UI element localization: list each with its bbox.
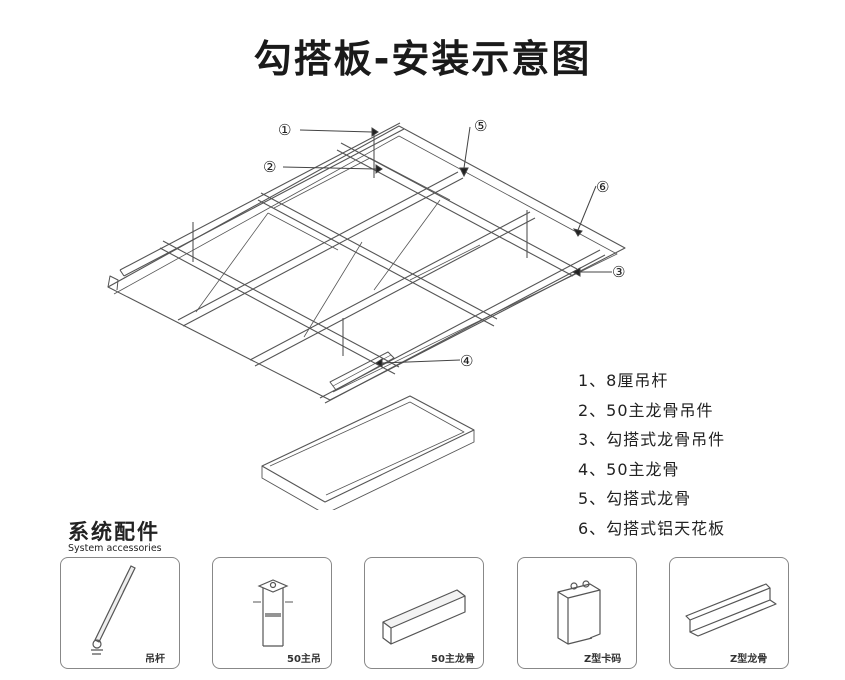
accessory-card-rod: 吊杆 — [60, 557, 180, 669]
z-clip-illustration — [557, 580, 601, 645]
parts-legend: 1、8厘吊杆 2、50主龙骨吊件 3、勾搭式龙骨吊件 4、50主龙骨 5、勾搭式… — [578, 366, 725, 543]
panel-outline — [107, 125, 626, 401]
accessories-subtitle: System accessories — [68, 543, 162, 554]
z-keel-illustration — [685, 583, 777, 637]
accessory-label-main-keel: 50主龙骨 — [431, 654, 475, 665]
main-keel-illustration — [382, 589, 466, 645]
loose-panel — [261, 395, 475, 503]
legend-item-5: 5、勾搭式龙骨 — [578, 489, 692, 508]
callout-5: ⑤ — [474, 117, 487, 135]
accessory-label-rod: 吊杆 — [145, 654, 165, 665]
main-keel-piece — [329, 351, 395, 391]
accessory-label-z-clip: Z型卡码 — [584, 654, 622, 665]
hook-keel-2 — [177, 171, 464, 327]
legend-item-1: 1、8厘吊杆 — [578, 371, 669, 390]
callout-4: ④ — [460, 352, 473, 370]
accessory-card-z-clip: Z型卡码 — [517, 557, 637, 669]
legend-item-3: 3、勾搭式龙骨吊件 — [578, 430, 726, 449]
installation-diagram: ① ② ⑤ ⑥ ③ ④ — [107, 117, 626, 510]
hook-keel-1 — [119, 122, 405, 277]
hook-keel-3 — [249, 211, 536, 367]
main-keel-3 — [336, 142, 578, 277]
callout-1: ① — [278, 121, 291, 139]
legend-item-6: 6、勾搭式铝天花板 — [578, 518, 726, 538]
main-keel-2 — [257, 192, 498, 327]
accessory-card-z-keel: Z型龙骨 — [669, 557, 789, 669]
legend-item-2: 2、50主龙骨吊件 — [578, 400, 714, 420]
hook-keel-4 — [319, 249, 606, 404]
accessory-label-main-hanger: 50主吊 — [287, 654, 321, 665]
panel-edge-left — [107, 275, 119, 291]
page-title: 勾搭板-安装示意图 — [253, 37, 592, 81]
main-keel-1 — [159, 240, 400, 375]
accessory-label-z-keel: Z型龙骨 — [730, 654, 768, 665]
main-hanger-illustration — [253, 579, 293, 647]
callout-2: ② — [263, 158, 276, 176]
rod-illustration — [91, 565, 136, 655]
callout-6: ⑥ — [596, 178, 609, 196]
accessories-title: 系统配件 — [68, 520, 160, 544]
accessory-card-main-hanger: 50主吊 — [212, 557, 332, 669]
callout-3: ③ — [612, 263, 625, 281]
accessory-card-main-keel: 50主龙骨 — [364, 557, 484, 669]
legend-item-4: 4、50主龙骨 — [578, 459, 680, 479]
